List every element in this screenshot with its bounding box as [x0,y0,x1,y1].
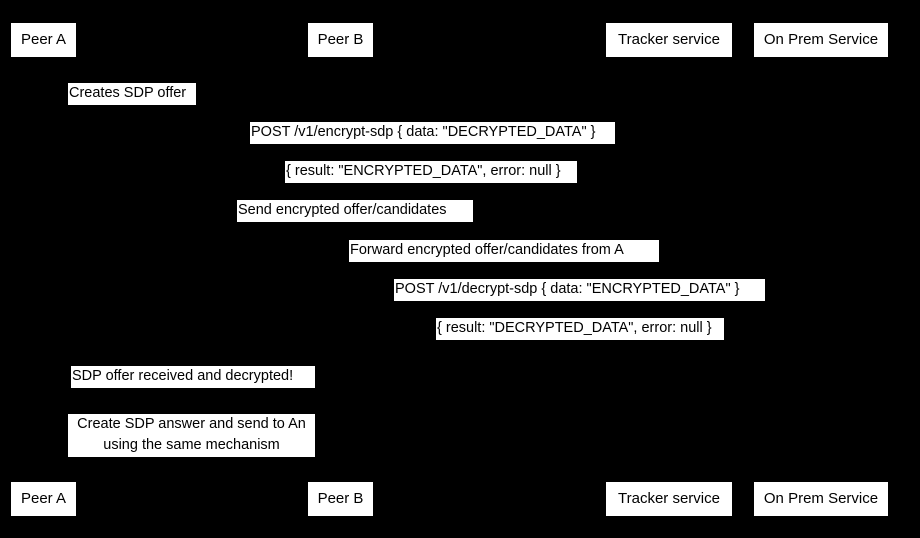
message-arrow-2 [43,144,820,145]
lifeline-peer-b [340,57,341,481]
participant-footer-on-prem-service[interactable]: On Prem Service [753,481,889,517]
message-label-create-sdp-answer: Create SDP answer and send to An using t… [68,414,315,457]
message-label-forward-encrypted-offer: Forward encrypted offer/candidates from … [349,240,659,262]
participant-header-peer-b[interactable]: Peer B [307,22,374,58]
participant-footer-peer-b[interactable]: Peer B [307,481,374,517]
message-label-post-encrypt-sdp: POST /v1/encrypt-sdp { data: "DECRYPTED_… [250,122,615,144]
message-label-result-decrypted-data: { result: "DECRYPTED_DATA", error: null … [436,318,724,340]
participant-footer-tracker-service[interactable]: Tracker service [605,481,733,517]
message-label-post-decrypt-sdp: POST /v1/decrypt-sdp { data: "ENCRYPTED_… [394,279,765,301]
message-label-creates-sdp-offer: Creates SDP offer [68,83,196,105]
participant-header-peer-a[interactable]: Peer A [10,22,77,58]
lifeline-peer-a [43,57,44,481]
lifeline-tracker-service [668,57,669,481]
message-label-sdp-offer-received: SDP offer received and decrypted! [71,366,315,388]
message-arrow-4 [43,222,668,223]
message-label-send-encrypted-offer: Send encrypted offer/candidates [237,200,473,222]
participant-footer-peer-a[interactable]: Peer A [10,481,77,517]
participant-header-on-prem-service[interactable]: On Prem Service [753,22,889,58]
message-label-result-encrypted-data: { result: "ENCRYPTED_DATA", error: null … [285,161,577,183]
message-arrow-3 [43,183,820,184]
lifeline-on-prem-service [820,57,821,481]
participant-header-tracker-service[interactable]: Tracker service [605,22,733,58]
